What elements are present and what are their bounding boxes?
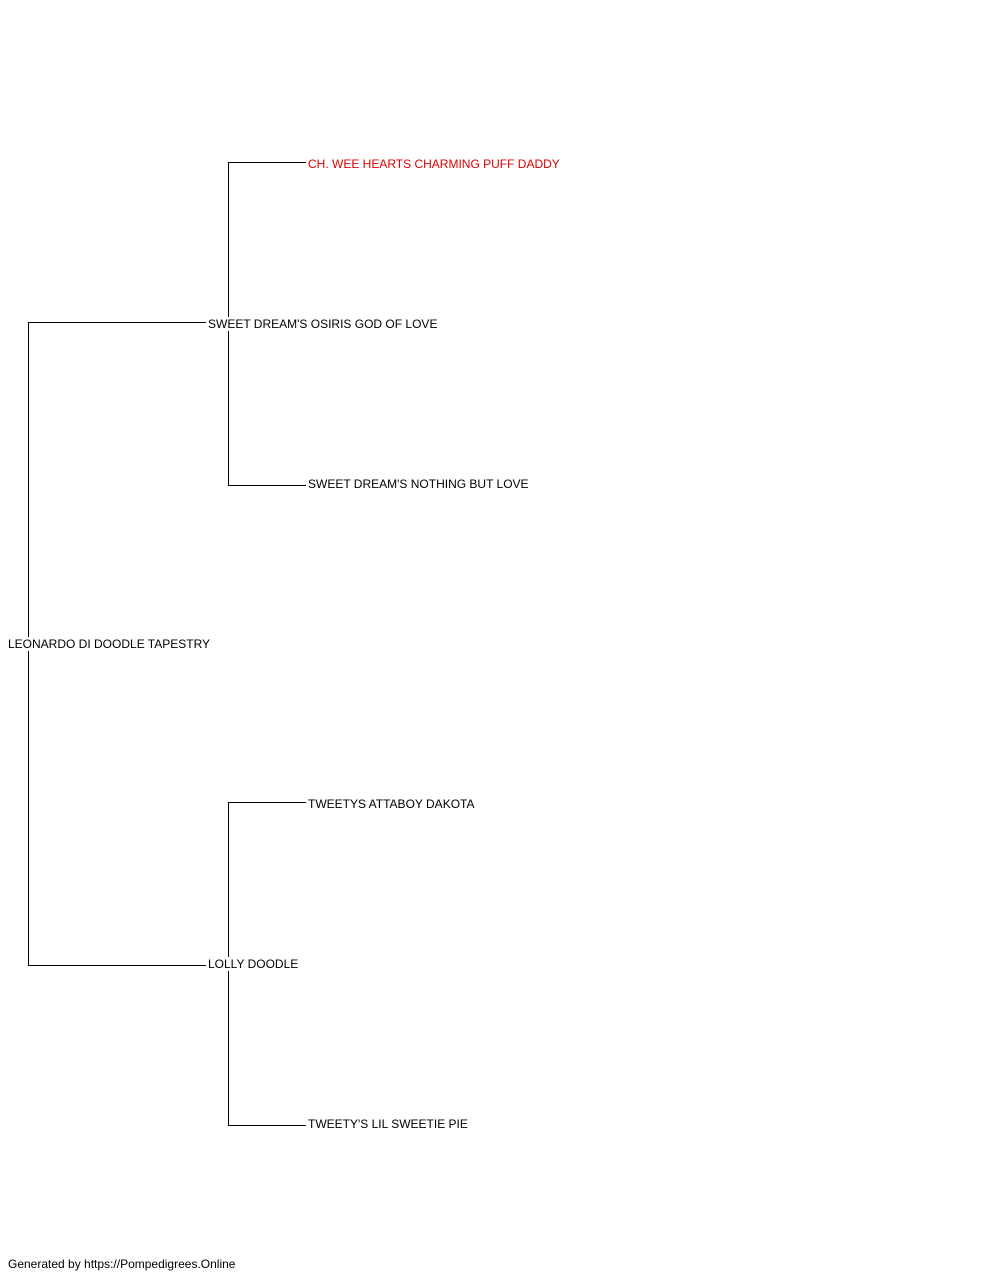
sire-sire-name: CH. WEE HEARTS CHARMING PUFF DADDY — [308, 157, 560, 171]
dam-dam-name: TWEETY'S LIL SWEETIE PIE — [308, 1117, 468, 1131]
generated-by-footer: Generated by https://Pompedigrees.Online — [8, 1257, 236, 1271]
subject-name: LEONARDO DI DOODLE TAPESTRY — [8, 637, 211, 651]
dam-name: LOLLY DOODLE — [208, 957, 299, 971]
sire-name: SWEET DREAM'S OSIRIS GOD OF LOVE — [208, 317, 438, 331]
sire-dam-name: SWEET DREAM'S NOTHING BUT LOVE — [308, 477, 529, 491]
dam-sire-name: TWEETYS ATTABOY DAKOTA — [308, 797, 475, 811]
